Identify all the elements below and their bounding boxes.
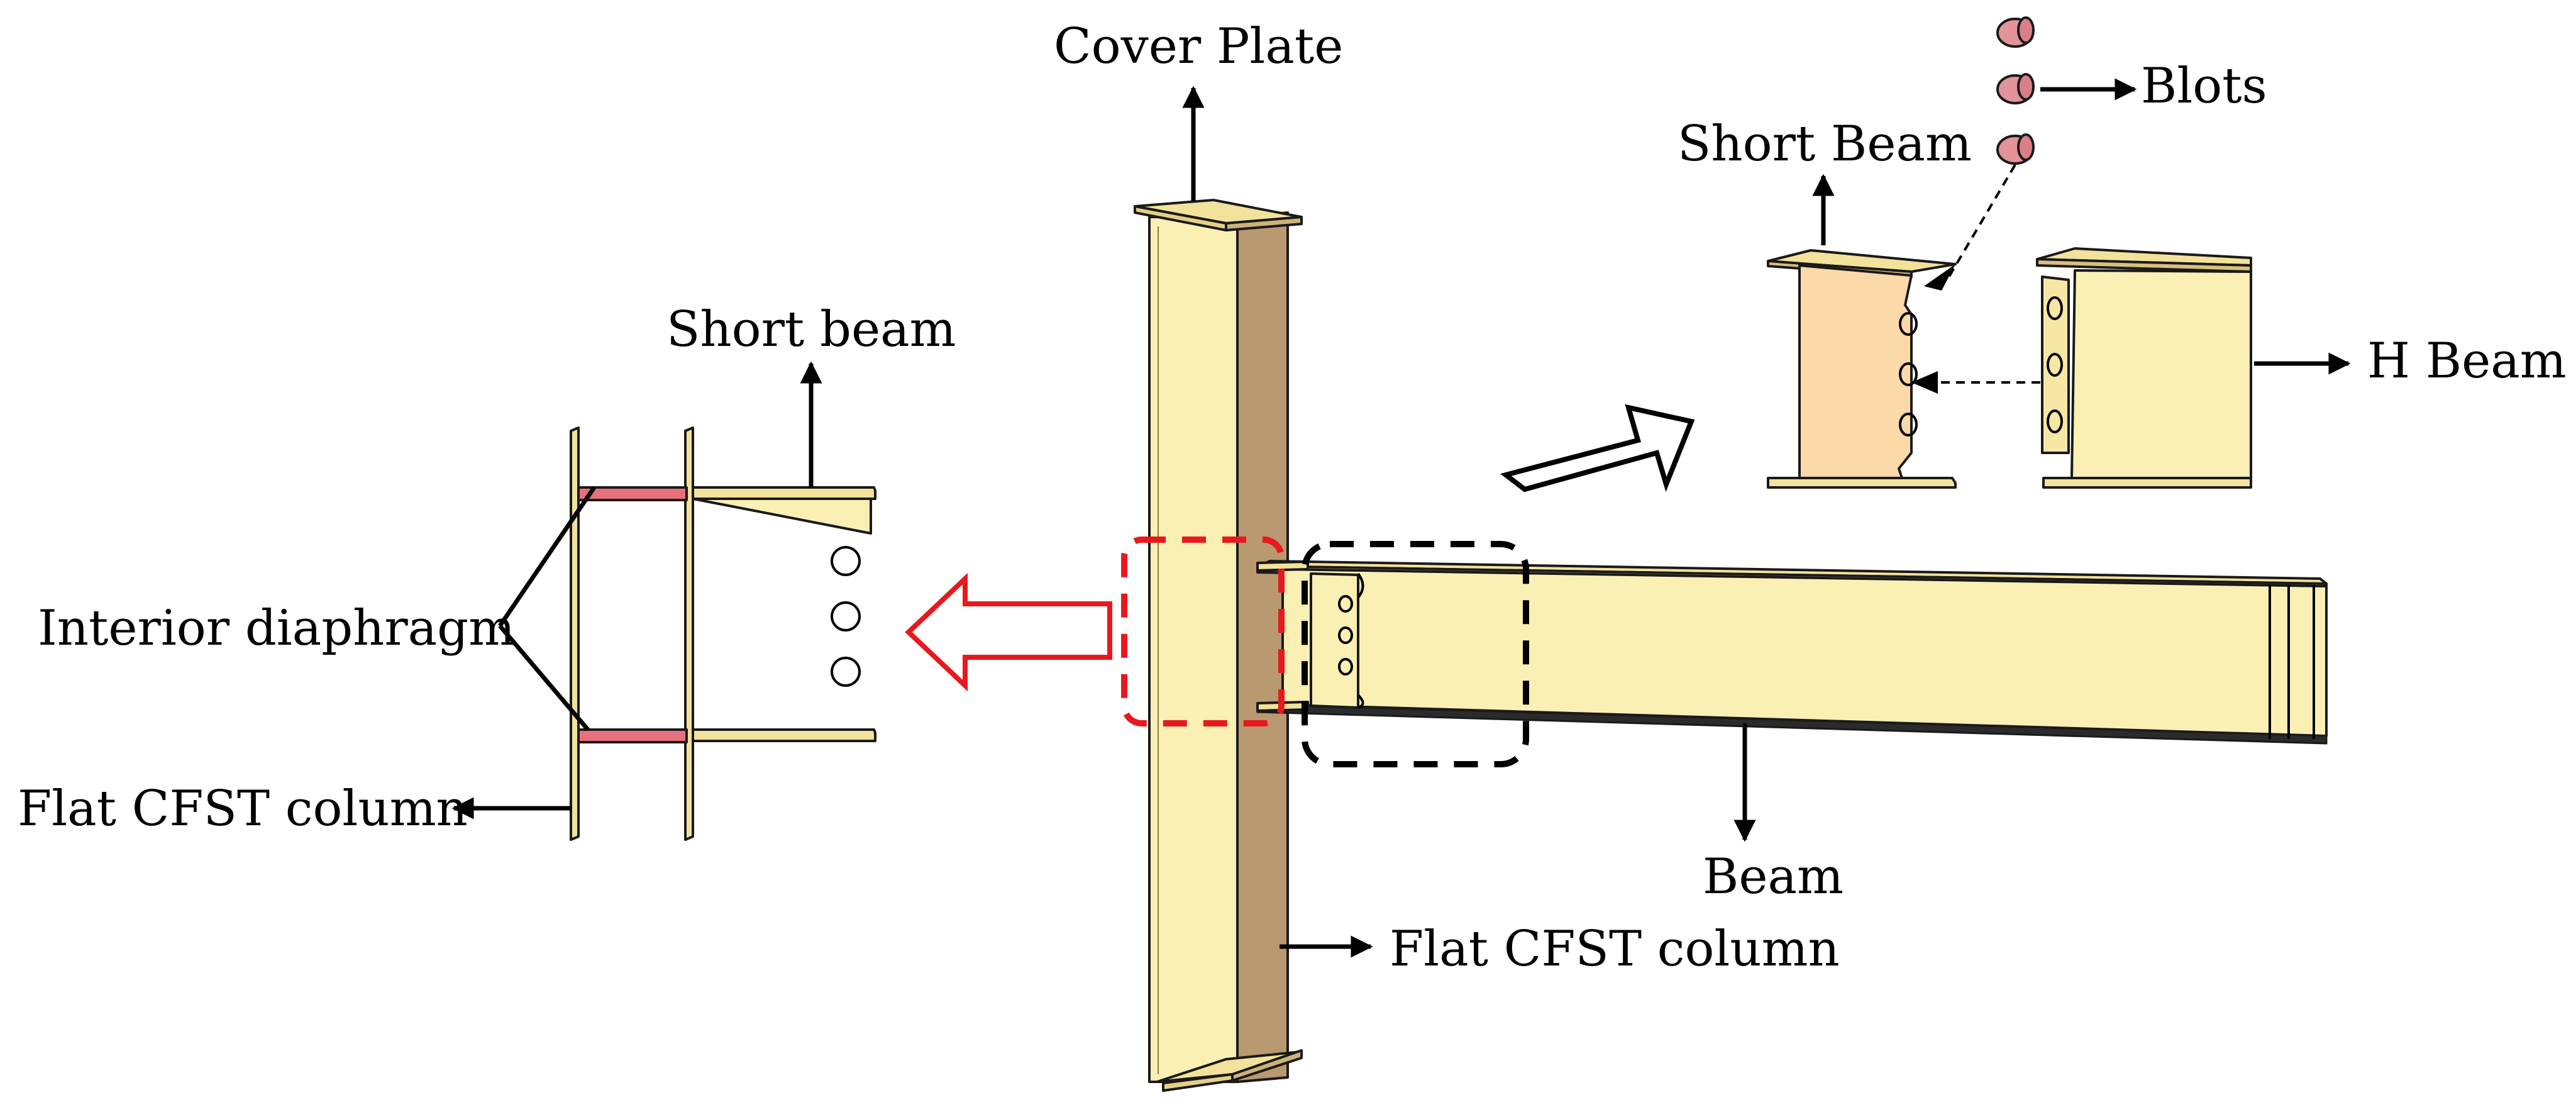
bolt-hole [1899,413,1918,437]
interior-diaphragm-top [577,486,688,501]
bolt-hole [2047,296,2063,320]
label-cover-plate: Cover Plate [1054,18,1343,75]
bolt-3 [1996,133,2035,165]
short-beam-right [1798,264,1913,479]
highlight-box-red [1121,537,1285,726]
label-interior-diaphragm: Interior diaphragm [38,600,515,657]
bolt-hole [831,601,861,631]
beam-main [1256,560,2328,745]
label-h-beam: H Beam [2367,333,2567,389]
label-flat-cfst-column-main: Flat CFST column [1390,921,1840,977]
interior-diaphragm-bottom [577,728,688,743]
left-detail [570,426,876,841]
label-beam: Beam [1703,848,1844,905]
label-short-beam-right: Short Beam [1678,116,1972,172]
bolt-hole [1338,595,1353,613]
bolt-hole [831,546,861,576]
bolt-hole [1338,658,1353,676]
h-beam [2070,269,2252,479]
bolt-hole [1899,362,1918,386]
flat-cfst-column-main [1134,199,1303,1092]
hollow-arrow-icon [1500,404,1695,492]
label-flat-cfst-column-left: Flat CFST column [18,781,468,837]
bolt-2 [1996,73,2035,104]
label-short-beam-left: Short beam [666,301,956,358]
bolt-hole [831,657,861,687]
bolt-1 [1996,16,2035,48]
bolt-hole [1899,312,1918,336]
bolt-hole [2047,353,2063,377]
top-right-detail [1767,16,2252,489]
bolt-hole [1338,626,1353,644]
label-blots: Blots [2141,58,2267,114]
highlight-box-black [1302,541,1529,767]
hollow-arrow-icon [905,572,1112,692]
bolt-hole [2047,409,2063,433]
